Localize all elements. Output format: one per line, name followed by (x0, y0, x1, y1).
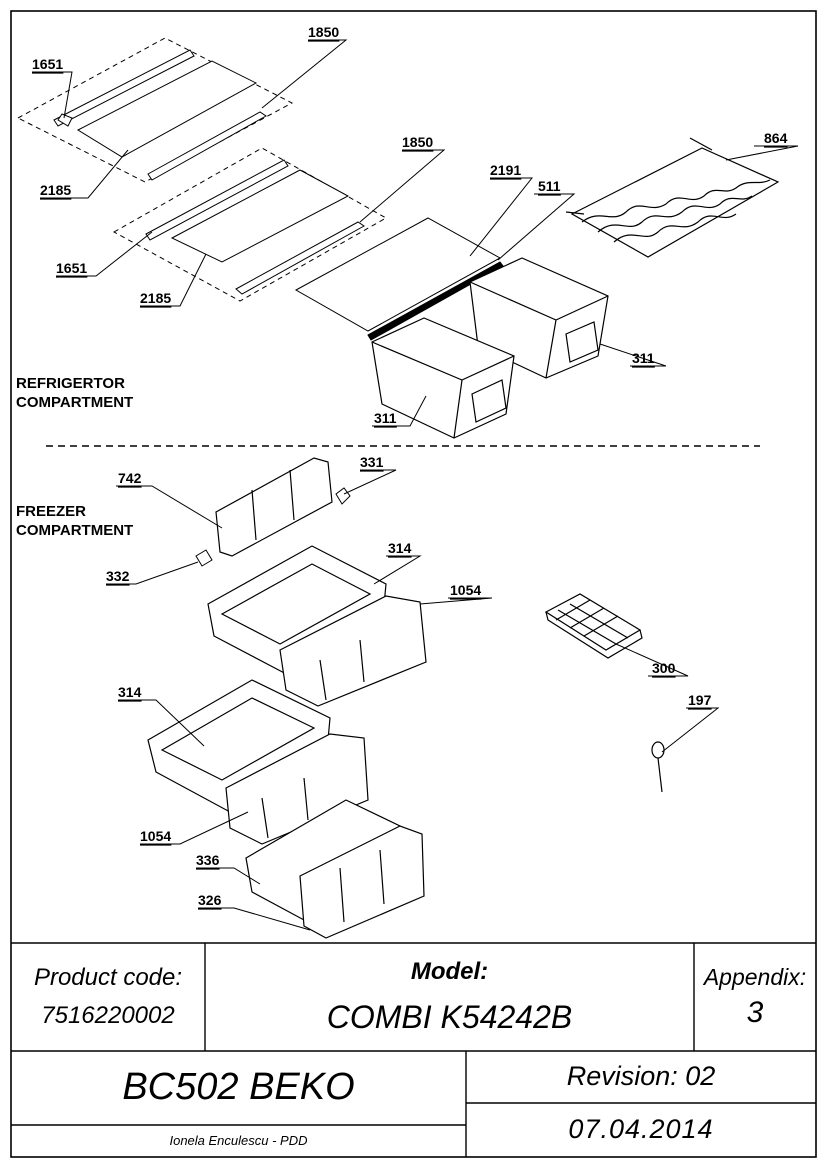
brand-text: BC502 BEKO (122, 1066, 355, 1109)
shelf-assembly-lower (112, 147, 388, 302)
revision-cell: Revision: 02 (466, 1051, 816, 1103)
appendix-value: 3 (746, 996, 764, 1030)
revision-text: Revision: 02 (566, 1061, 716, 1092)
part-label-332: 332 (106, 568, 130, 584)
hinge-331 (335, 487, 351, 505)
product-code-value: 7516220002 (41, 1002, 175, 1029)
ice-scoop-197 (651, 741, 665, 793)
crisper-box-311-right (469, 257, 609, 379)
author-text: Ionela Enculescu - PDD (169, 1132, 308, 1148)
ice-tray-300 (544, 593, 643, 659)
hinge-332 (195, 549, 213, 567)
crisper-box-311-left (371, 317, 515, 439)
freezer-drawer-bottom (245, 799, 425, 939)
part-label-2191: 2191 (490, 162, 521, 178)
freezer-drawer-upper (207, 545, 427, 707)
appendix-label: Appendix: (703, 963, 807, 990)
part-label-311: 311 (374, 410, 397, 426)
part-label-742: 742 (118, 470, 142, 486)
part-label-314: 314 (388, 540, 412, 556)
part-label-1850: 1850 (402, 134, 433, 150)
shelf-assembly-upper (16, 37, 294, 183)
author-cell: Ionela Enculescu - PDD (11, 1125, 466, 1157)
part-label-1651: 1651 (56, 260, 87, 276)
part-label-300: 300 (652, 660, 676, 676)
bottle-rack-864 (565, 137, 780, 258)
part-label-2185: 2185 (40, 182, 71, 198)
part-label-511: 511 (538, 178, 561, 194)
freezer-flap-742 (215, 457, 333, 557)
part-label-331: 331 (360, 454, 384, 470)
part-label-311: 311 (632, 350, 655, 366)
part-label-2185: 2185 (140, 290, 171, 306)
leader-lines (32, 39, 799, 931)
model-cell: Model: COMBI K54242B (205, 943, 694, 1051)
date-text: 07.04.2014 (568, 1114, 714, 1145)
brand-cell: BC502 BEKO (11, 1051, 466, 1125)
part-label-1054: 1054 (450, 582, 481, 598)
part-label-314: 314 (118, 684, 142, 700)
part-label-326: 326 (198, 892, 222, 908)
part-label-1651: 1651 (32, 56, 63, 72)
product-code-label: Product code: (33, 963, 183, 991)
glass-shelf-2191 (294, 217, 504, 341)
model-label: Model: (410, 958, 489, 986)
date-cell: 07.04.2014 (466, 1103, 816, 1157)
part-label-1850: 1850 (308, 24, 339, 40)
appendix-cell: Appendix: 3 (694, 943, 816, 1051)
part-label-336: 336 (196, 852, 220, 868)
product-code-cell: Product code: 7516220002 (11, 943, 205, 1051)
title-block-grid (11, 942, 816, 1157)
model-value: COMBI K54242B (326, 998, 573, 1035)
part-label-1054: 1054 (140, 828, 171, 844)
part-label-197: 197 (688, 692, 712, 708)
part-label-864: 864 (764, 130, 788, 146)
sheet-frame (10, 10, 817, 1158)
freezer-drawer-middle (147, 679, 369, 845)
